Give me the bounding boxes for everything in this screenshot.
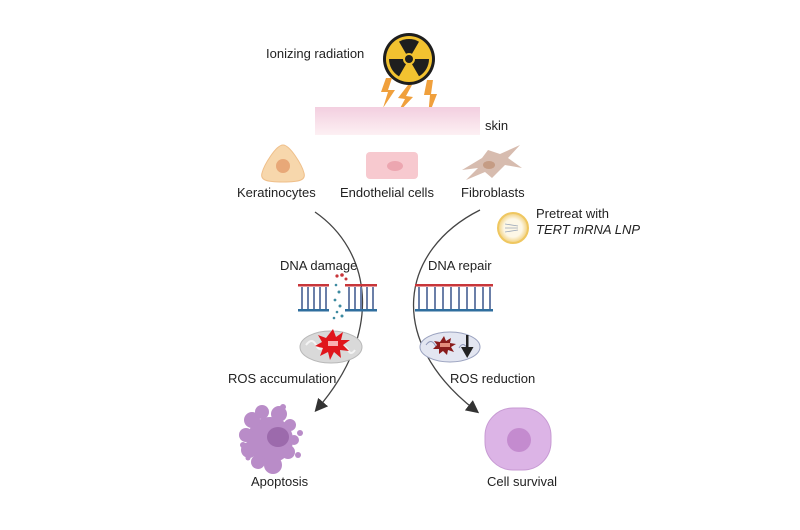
damaged-dna-icon <box>298 273 377 320</box>
skin-layer <box>315 107 480 135</box>
fibroblast-icon <box>462 145 522 180</box>
healthy-cell-icon <box>484 407 552 471</box>
tissue-label: skin <box>485 118 509 133</box>
source-label: Ionizing radiation <box>266 46 365 61</box>
radiation-icon <box>383 33 435 85</box>
right-outcome-label: Cell survival <box>487 474 558 489</box>
treatment-label-line2: TERT mRNA LNP <box>536 222 641 237</box>
repaired-dna-icon <box>415 284 493 312</box>
lightning-icon <box>381 78 437 117</box>
right-step1-label: DNA repair <box>428 258 492 273</box>
cell-type-label: Keratinocytes <box>237 185 316 200</box>
apoptotic-cell-icon <box>239 404 303 474</box>
treatment-label-line1: Pretreat with <box>536 206 609 221</box>
left-pathway-arrow <box>314 211 364 412</box>
endothelial-cell-icon <box>366 152 418 179</box>
keratinocyte-icon <box>261 144 305 183</box>
mitochondrion-ros-high-icon <box>299 329 363 364</box>
mitochondrion-ros-low-icon <box>419 331 481 363</box>
left-step2-label: ROS accumulation <box>228 371 337 386</box>
cell-type-label: Endothelial cells <box>340 185 434 200</box>
left-step1-label: DNA damage <box>280 258 358 273</box>
right-step2-label: ROS reduction <box>450 371 536 386</box>
cell-type-label: Fibroblasts <box>461 185 525 200</box>
left-outcome-label: Apoptosis <box>251 474 309 489</box>
down-arrow-icon <box>461 335 474 358</box>
right-pathway-arrow <box>413 209 481 414</box>
lipid-nanoparticle-icon <box>497 212 529 244</box>
